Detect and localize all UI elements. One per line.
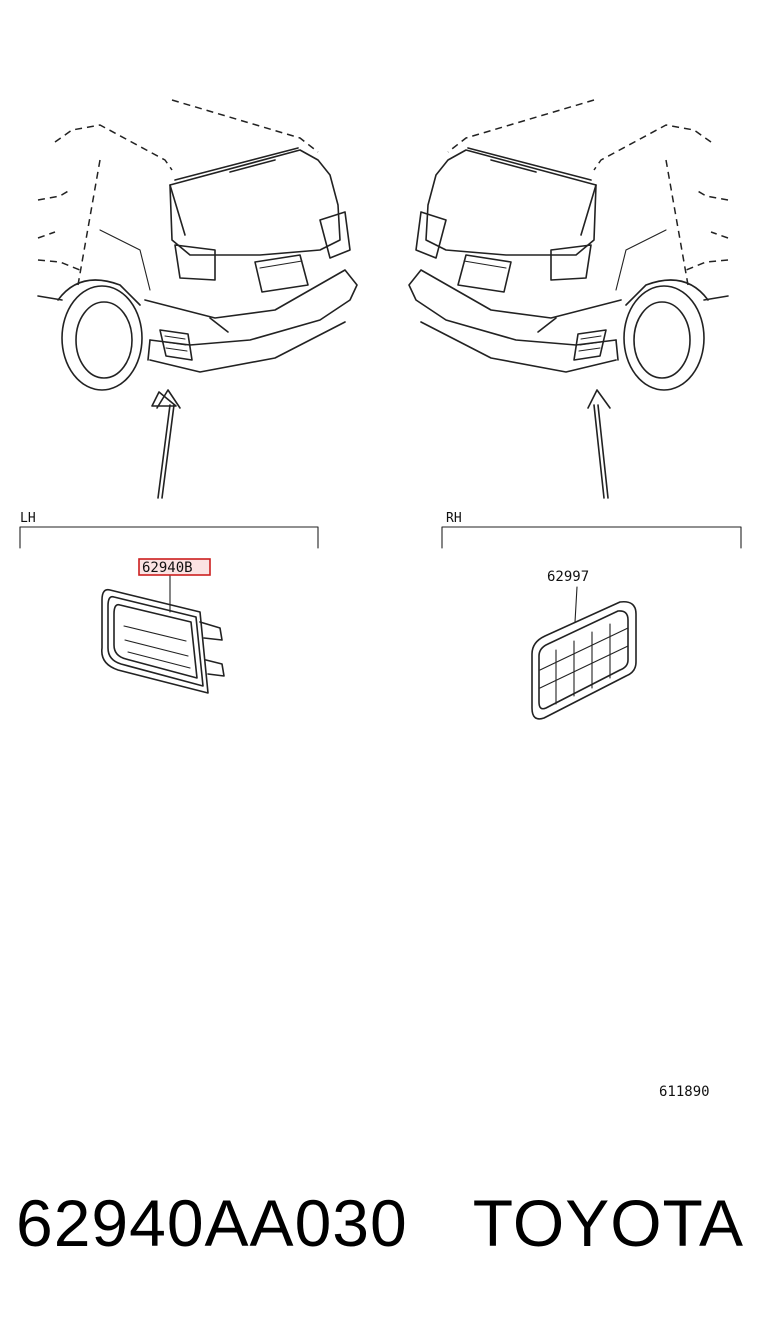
callout-62940b: 62940B bbox=[142, 560, 193, 576]
vehicle-left-view bbox=[37, 99, 358, 391]
brand-name: TOYOTA bbox=[472, 1186, 744, 1260]
vehicle-right-view bbox=[408, 99, 729, 391]
caption-bar: 62940AA030 TOYOTA bbox=[0, 1185, 760, 1285]
part-number: 62940AA030 bbox=[16, 1186, 408, 1260]
rh-bracket: RH bbox=[441, 511, 742, 549]
rh-label: RH bbox=[446, 511, 462, 526]
arrow-right bbox=[587, 389, 611, 499]
lh-label: LH bbox=[20, 511, 36, 526]
part-62940b: 62940B bbox=[101, 558, 225, 694]
lh-bracket: LH bbox=[19, 511, 319, 549]
callout-62997: 62997 bbox=[547, 569, 589, 585]
part-62997: 62997 bbox=[531, 569, 637, 720]
parts-diagram: LH RH 62940B 62997 611890 bbox=[19, 99, 742, 1100]
arrow-left bbox=[151, 389, 181, 499]
figure-reference: 611890 bbox=[659, 1084, 710, 1100]
callout-highlight-box bbox=[138, 558, 211, 576]
